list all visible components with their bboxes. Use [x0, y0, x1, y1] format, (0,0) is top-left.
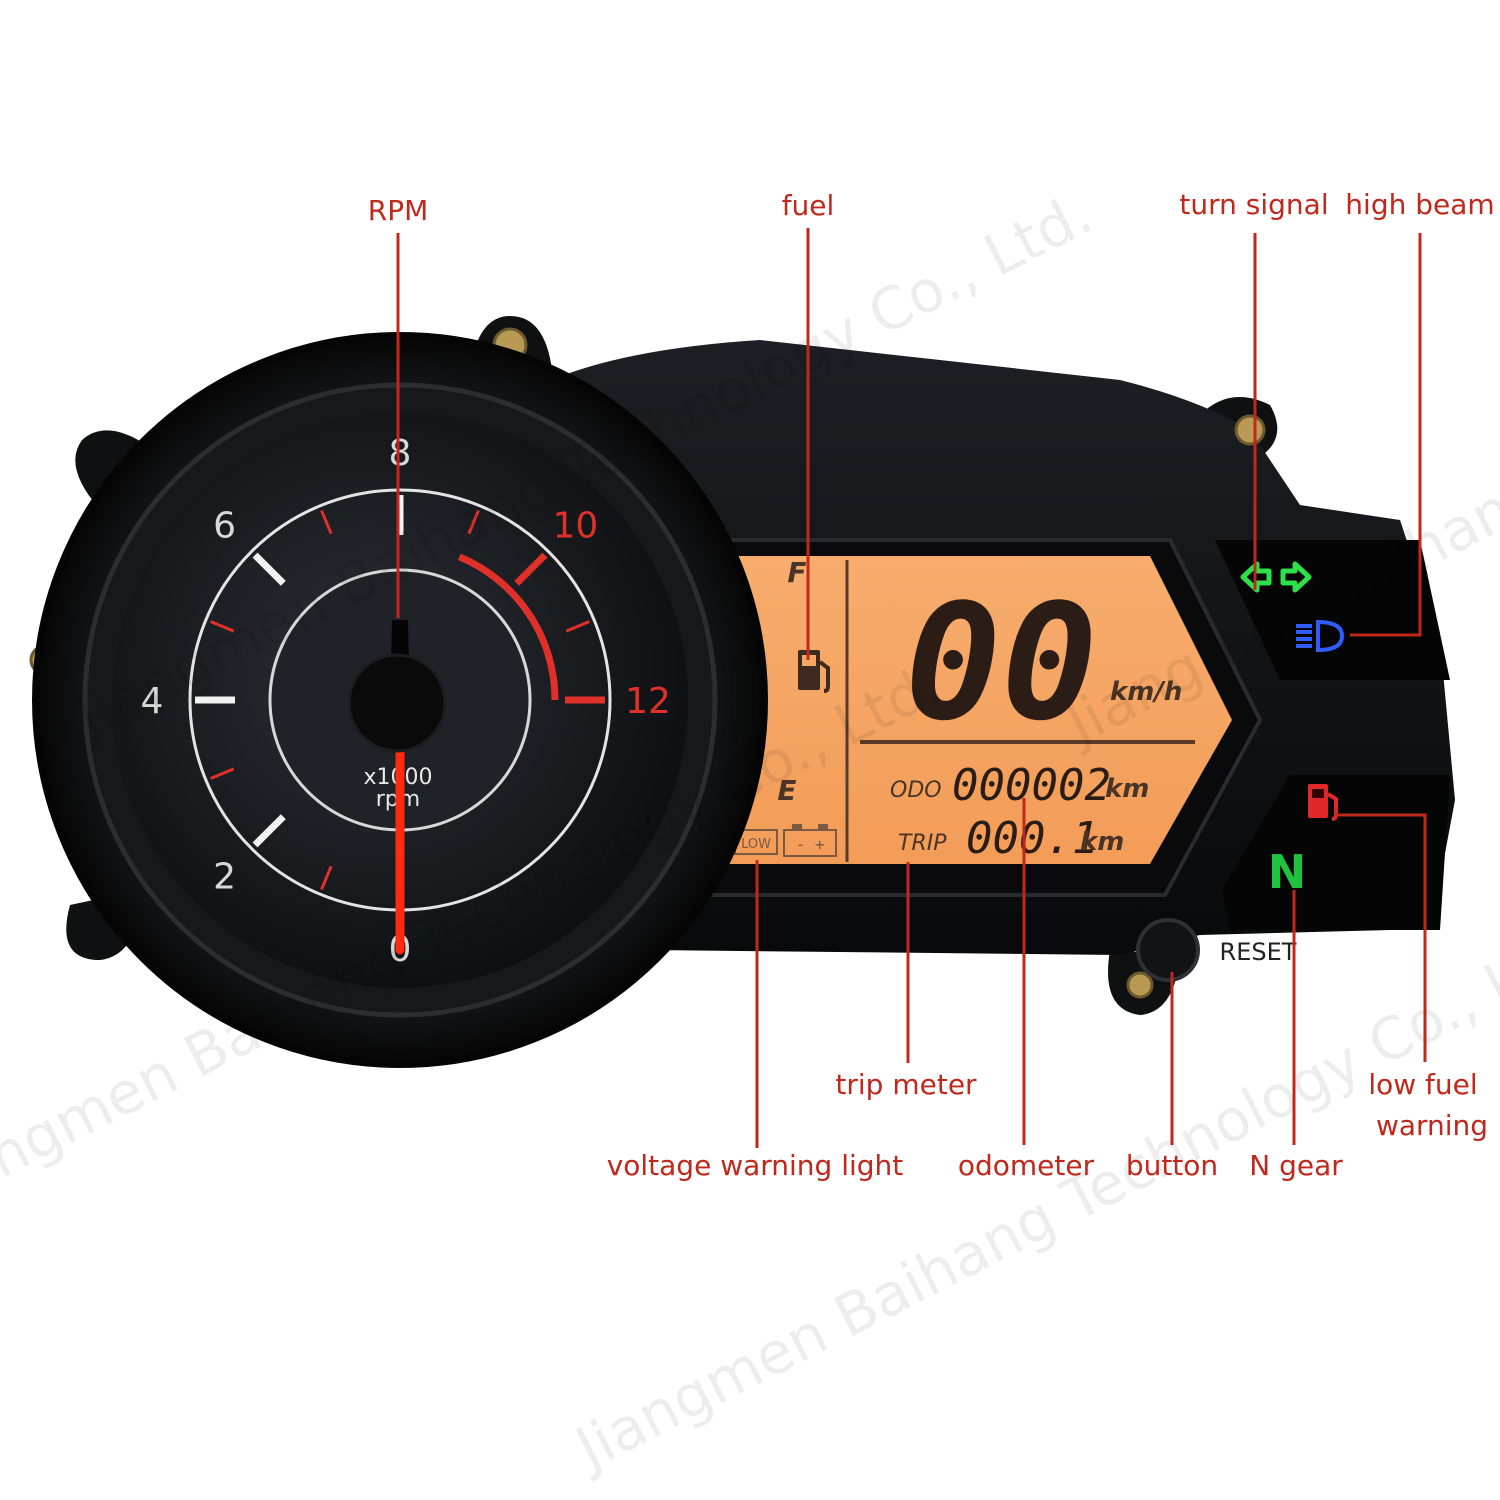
tach-minor-tick [210, 620, 235, 633]
trip-label: TRIP [898, 831, 947, 856]
tach-redline-band [457, 553, 559, 701]
callout-turn-signal: turn signal [1179, 188, 1328, 221]
screw-right [1234, 414, 1266, 446]
screw-bottom [1126, 971, 1154, 999]
tach-tick-label: 10 [552, 506, 598, 547]
odo-unit: km [1105, 774, 1149, 804]
watermark-text: Jiangmen Baihang Technology Co., Ltd. [563, 909, 1500, 1484]
trip-value: 000.1 [966, 813, 1098, 864]
high-beam-icon [1296, 619, 1345, 653]
fuel-empty-letter: E [777, 774, 796, 807]
neutral-indicator: N [1268, 845, 1307, 899]
tachometer: 024681012 x1000 rpm [32, 332, 768, 1068]
low-badge-text: LOW [741, 837, 771, 852]
trip-unit: km [1080, 827, 1124, 857]
tach-hub [347, 653, 447, 753]
tach-major-tick [252, 552, 286, 586]
tach-tick-label: 4 [141, 681, 164, 722]
indicator-panel-upper [1215, 540, 1450, 680]
tach-minor-tick [565, 620, 590, 633]
callout-n-gear: N gear [1249, 1149, 1343, 1182]
tach-tick-label: 6 [213, 506, 236, 547]
lcd-screen [712, 556, 1232, 864]
callout-high-beam: high beam [1345, 188, 1494, 221]
callout-fuel: fuel [782, 189, 835, 222]
low-fuel-leader [1335, 813, 1427, 1062]
odo-value: 000002 [952, 760, 1111, 811]
callout-rpm: RPM [368, 194, 429, 227]
tach-minor-tick [320, 510, 333, 535]
callout-low-fuel-line2: warning [1376, 1109, 1488, 1142]
high-beam-leader [1350, 233, 1422, 637]
fuel-full-letter: F [787, 556, 806, 589]
tach-tick-label: 2 [213, 856, 236, 897]
tach-tick-marks [195, 495, 605, 890]
tach-tick-label: 12 [625, 681, 671, 722]
display-area: F E LOW - + 00 km/h ODO 000002 km TRIP 0… [688, 538, 1263, 897]
speed-readout: 00 [905, 569, 1098, 756]
battery-icon: - + [783, 824, 837, 857]
odo-label: ODO [890, 778, 942, 803]
callout-low-fuel-line1: low fuel [1368, 1068, 1477, 1101]
turn-signal-icon [1240, 561, 1312, 593]
speed-unit: km/h [1110, 677, 1182, 707]
battery-symbol-text: - + [796, 835, 825, 854]
callout-odometer: odometer [958, 1149, 1095, 1182]
tach-tick-labels: 024681012 [141, 433, 671, 970]
reset-label: RESET [1220, 938, 1297, 966]
tach-tick-label: 8 [389, 433, 412, 474]
tach-major-tick [252, 814, 286, 848]
tach-major-tick [514, 552, 548, 586]
callout-voltage-warning: voltage warning light [607, 1149, 904, 1182]
callout-trip-meter: trip meter [835, 1068, 977, 1101]
tach-minor-tick [210, 767, 235, 780]
callout-button: button [1126, 1149, 1218, 1182]
callouts [396, 228, 1427, 1148]
tach-minor-tick [467, 510, 480, 535]
lcd-fuel-pump-icon [798, 650, 830, 693]
tach-minor-tick [320, 865, 333, 890]
reset-button[interactable] [1136, 918, 1200, 982]
